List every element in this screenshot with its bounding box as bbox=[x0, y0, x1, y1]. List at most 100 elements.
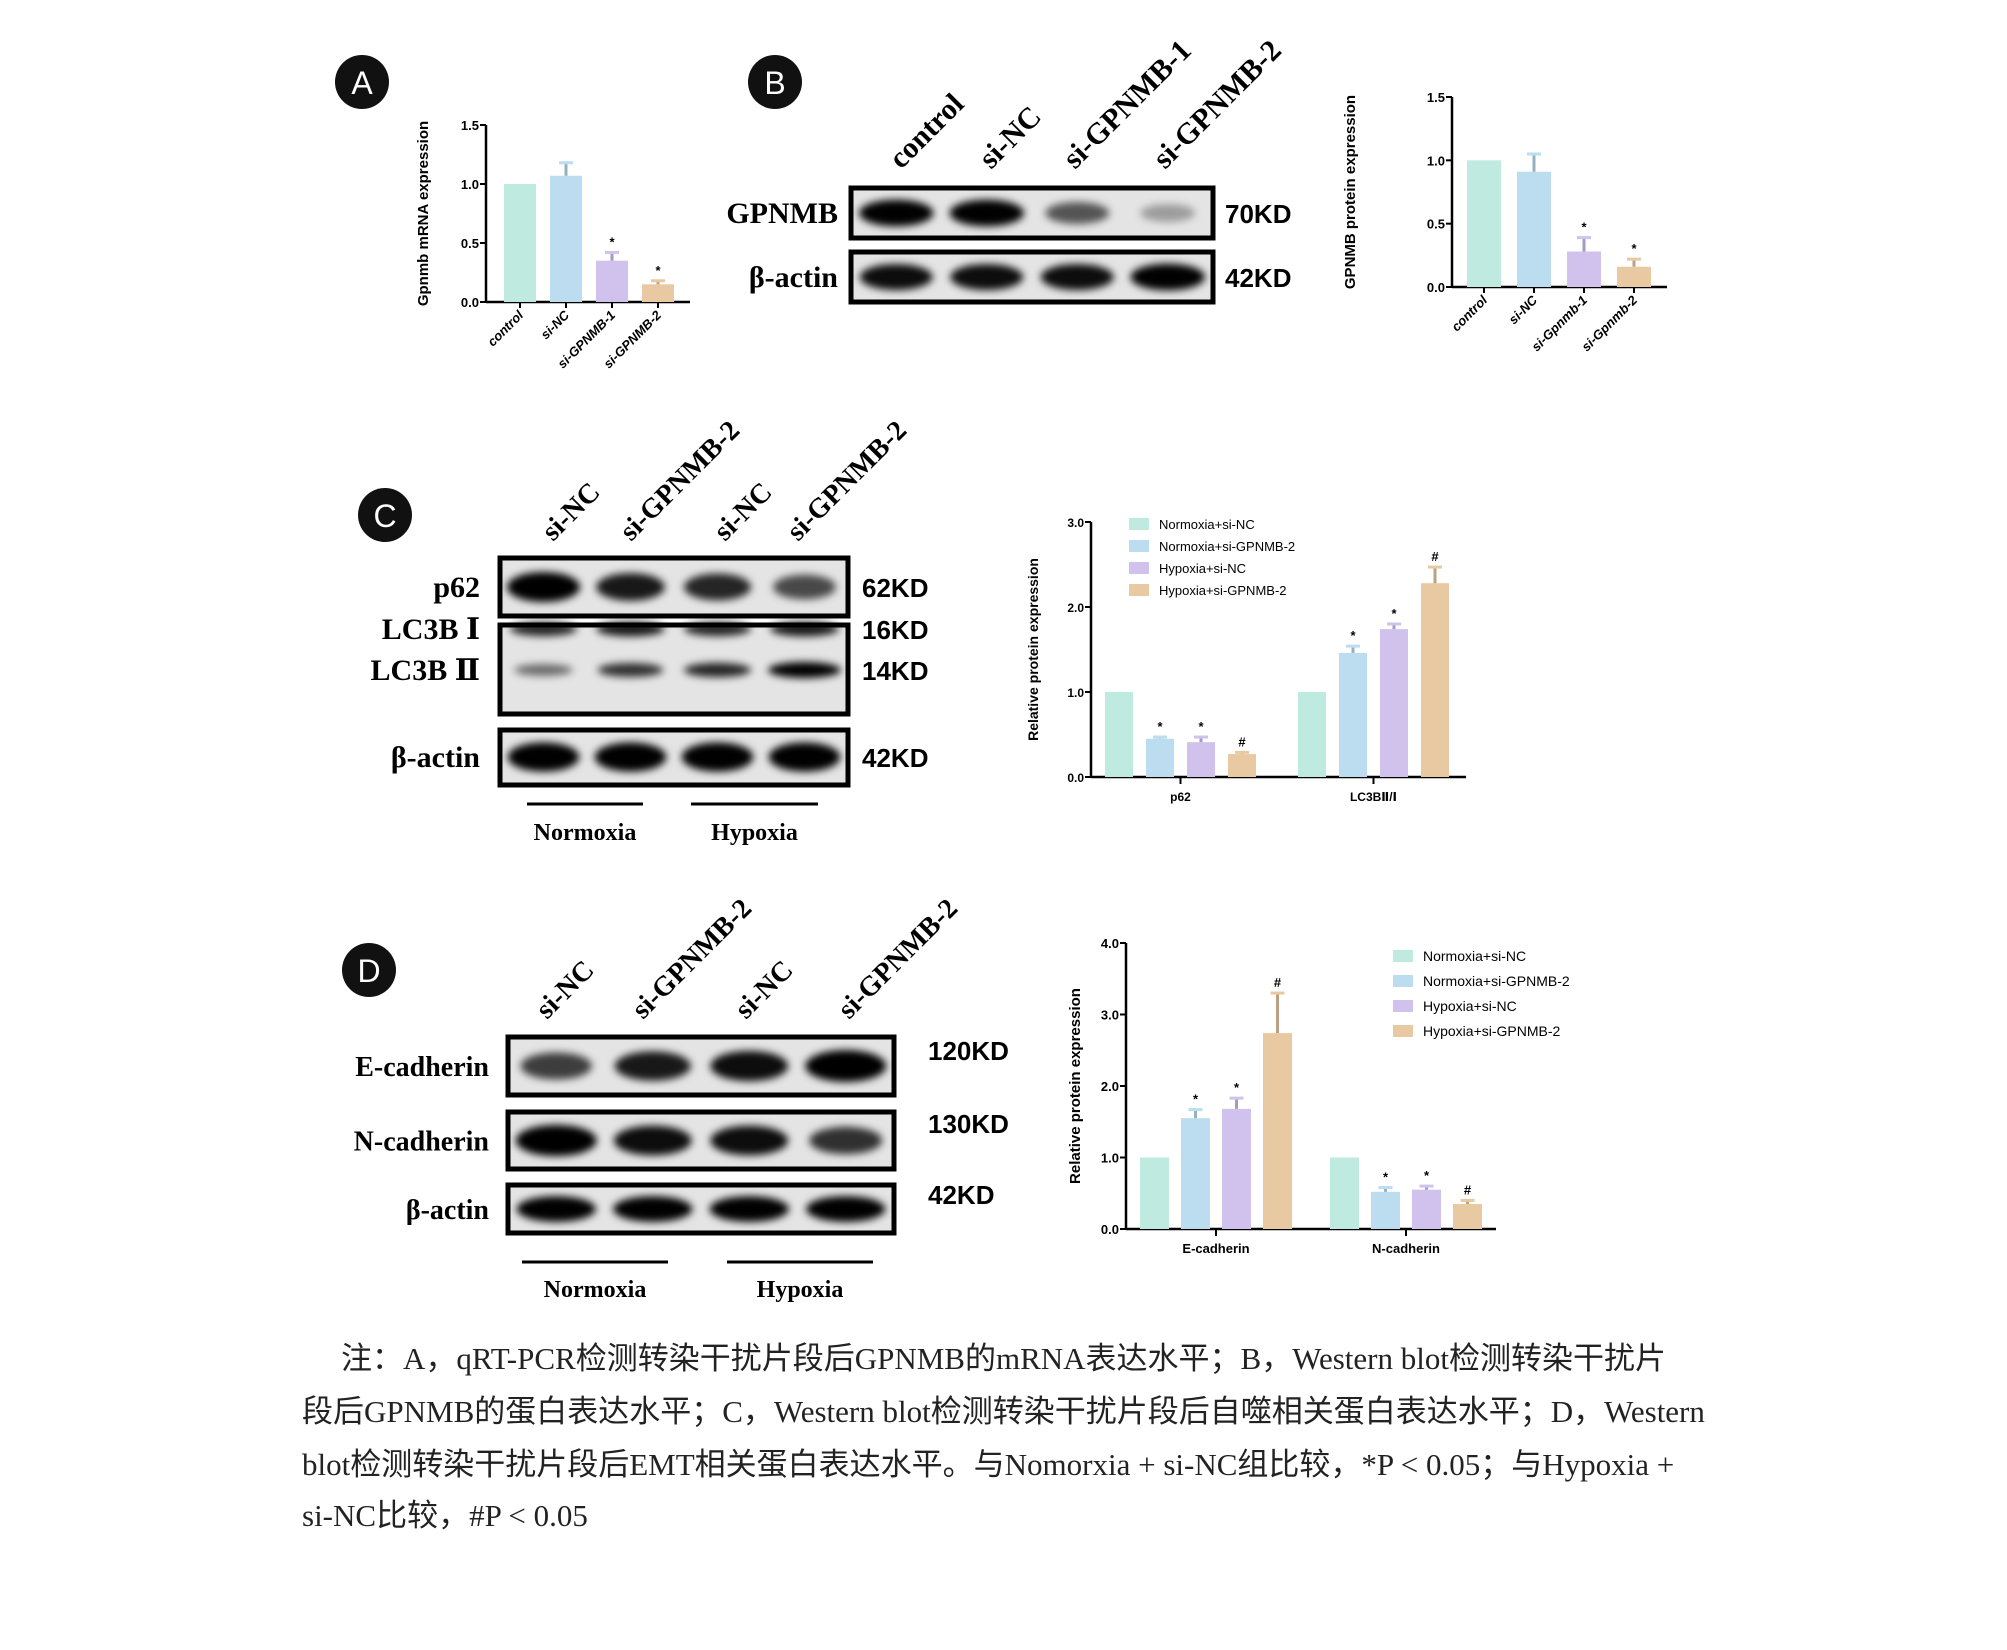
panel-letter: B bbox=[764, 65, 785, 101]
legend-swatch bbox=[1393, 1000, 1413, 1012]
row-label: β-actin bbox=[749, 261, 838, 294]
legend-label: Normoxia+si-GPNMB-2 bbox=[1159, 539, 1295, 554]
molecular-weight-label: 62KD bbox=[862, 573, 928, 603]
significance-mark: * bbox=[1383, 1170, 1389, 1185]
bar bbox=[1421, 583, 1449, 777]
protein-band bbox=[1130, 263, 1205, 291]
legend-swatch bbox=[1129, 562, 1149, 574]
y-tick-label: 0.5 bbox=[461, 236, 479, 251]
lane-label: si-NC bbox=[729, 955, 799, 1025]
x-tick-label: si-NC bbox=[1506, 292, 1541, 327]
molecular-weight-label: 14KD bbox=[862, 656, 928, 686]
significance-mark: * bbox=[1581, 220, 1587, 235]
protein-band bbox=[1040, 263, 1114, 291]
bar bbox=[1105, 692, 1133, 777]
protein-band bbox=[516, 1196, 596, 1222]
band-row bbox=[520, 1050, 887, 1082]
legend-label: Hypoxia+si-GPNMB-2 bbox=[1159, 583, 1287, 598]
bar bbox=[1222, 1108, 1251, 1229]
bar bbox=[1298, 692, 1326, 777]
protein-band bbox=[710, 1125, 789, 1156]
panel-label-b: B bbox=[748, 55, 802, 109]
significance-mark: * bbox=[1631, 241, 1637, 256]
protein-band bbox=[805, 1050, 887, 1082]
y-axis-label: GPNMB protein expression bbox=[1342, 95, 1359, 289]
protein-band bbox=[596, 621, 665, 637]
bar bbox=[1339, 652, 1367, 777]
y-tick-label: 1.0 bbox=[461, 177, 479, 192]
significance-mark: # bbox=[1238, 734, 1246, 749]
significance-mark: * bbox=[1193, 1092, 1199, 1107]
lane-label: control bbox=[883, 87, 971, 175]
lane-label: si-NC bbox=[973, 100, 1048, 175]
bar bbox=[1187, 742, 1215, 777]
protein-band bbox=[768, 742, 841, 772]
y-tick-label: 3.0 bbox=[1067, 516, 1084, 530]
bar bbox=[1380, 629, 1408, 777]
y-tick-label: 2.0 bbox=[1101, 1079, 1119, 1094]
legend-label: Hypoxia+si-GPNMB-2 bbox=[1423, 1023, 1561, 1039]
protein-band bbox=[594, 742, 667, 772]
caption-line: si-NC比较，#P < 0.05 bbox=[302, 1498, 588, 1533]
protein-band bbox=[949, 199, 1024, 227]
lane-label: si-GPNMB-2 bbox=[832, 893, 964, 1025]
y-tick-label: 3.0 bbox=[1101, 1008, 1119, 1023]
y-tick-label: 1.5 bbox=[461, 118, 479, 133]
panel-letter: A bbox=[351, 65, 373, 101]
band-row bbox=[506, 572, 836, 602]
protein-band bbox=[859, 263, 933, 291]
row-label: E-cadherin bbox=[355, 1052, 489, 1083]
y-tick-label: 0.0 bbox=[461, 295, 479, 310]
bar bbox=[1567, 251, 1601, 287]
bar bbox=[1146, 738, 1174, 777]
band-row bbox=[859, 199, 1196, 227]
protein-band bbox=[806, 1196, 886, 1222]
bar bbox=[1263, 1033, 1292, 1229]
bar bbox=[1453, 1203, 1482, 1229]
significance-mark: * bbox=[1424, 1168, 1430, 1183]
legend-swatch bbox=[1393, 1025, 1413, 1037]
protein-band bbox=[773, 574, 836, 600]
bar bbox=[1412, 1189, 1441, 1229]
panel-label-d: D bbox=[342, 943, 396, 997]
significance-mark: * bbox=[1234, 1080, 1240, 1095]
bar bbox=[550, 175, 582, 302]
molecular-weight-label: 130KD bbox=[928, 1109, 1009, 1139]
protein-band bbox=[509, 621, 578, 637]
row-label: β-actin bbox=[391, 741, 480, 774]
caption-line: 段后GPNMB的蛋白表达水平；C，Western blot检测转染干扰片段后自噬… bbox=[302, 1394, 1705, 1429]
x-tick-label: p62 bbox=[1170, 790, 1191, 804]
protein-band bbox=[683, 621, 752, 637]
y-tick-label: 0.0 bbox=[1427, 280, 1445, 295]
group-label: Hypoxia bbox=[757, 1277, 844, 1303]
y-tick-label: 0.0 bbox=[1067, 771, 1084, 785]
bar bbox=[504, 184, 536, 302]
bar bbox=[596, 260, 628, 302]
protein-band bbox=[709, 1196, 789, 1222]
legend-label: Hypoxia+si-NC bbox=[1159, 561, 1246, 576]
legend: Normoxia+si-NCNormoxia+si-GPNMB-2Hypoxia… bbox=[1129, 517, 1295, 598]
band-row bbox=[515, 1124, 883, 1157]
legend-swatch bbox=[1393, 975, 1413, 987]
group-label: Hypoxia bbox=[711, 820, 798, 846]
x-tick-label: LC3BⅡ/Ⅰ bbox=[1350, 790, 1397, 804]
significance-mark: # bbox=[1464, 1182, 1472, 1197]
band-row bbox=[859, 263, 1205, 291]
group-label: Normoxia bbox=[544, 1277, 647, 1303]
y-tick-label: 4.0 bbox=[1101, 936, 1119, 951]
row-label: β-actin bbox=[406, 1195, 490, 1226]
bar bbox=[1330, 1157, 1359, 1229]
protein-band bbox=[683, 662, 752, 678]
significance-mark: * bbox=[609, 234, 615, 249]
protein-band bbox=[770, 621, 839, 637]
legend-swatch bbox=[1393, 950, 1413, 962]
panel-letter: C bbox=[373, 498, 396, 534]
band-row bbox=[507, 742, 841, 772]
significance-mark: * bbox=[655, 263, 661, 278]
molecular-weight-label: 120KD bbox=[928, 1036, 1009, 1066]
molecular-weight-label: 42KD bbox=[928, 1180, 994, 1210]
legend-label: Normoxia+si-GPNMB-2 bbox=[1423, 973, 1570, 989]
lane-label: si-NC bbox=[708, 477, 778, 547]
